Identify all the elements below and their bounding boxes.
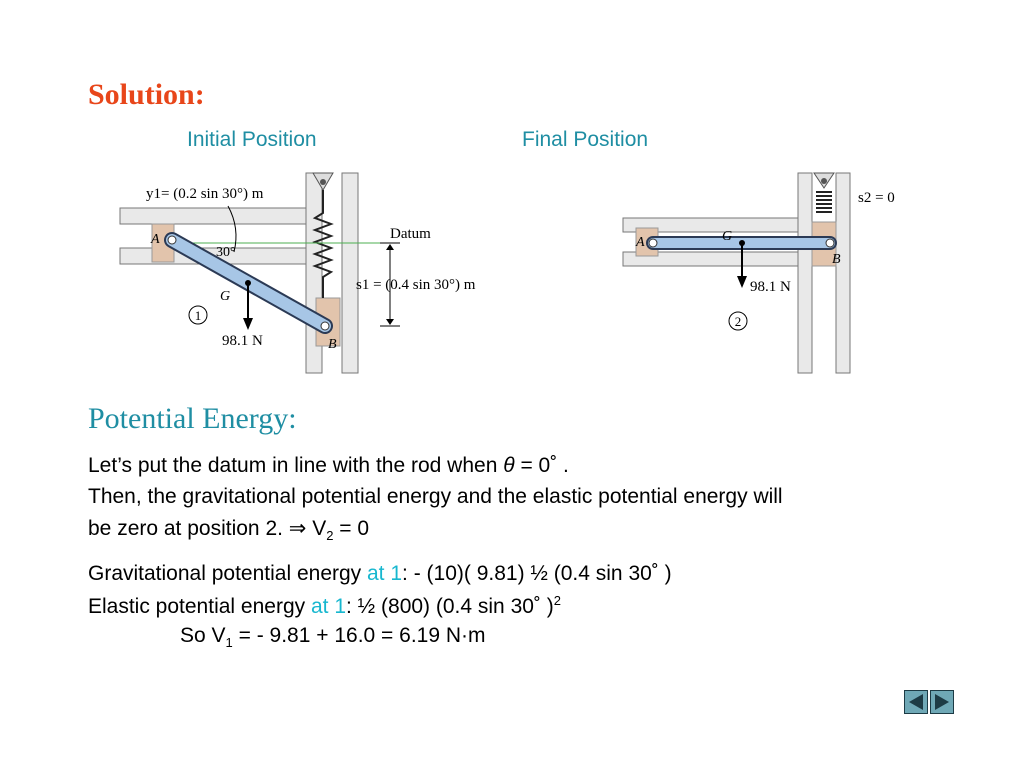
pin-a bbox=[167, 235, 177, 245]
text-line-2: Then, the gravitational potential energy… bbox=[88, 485, 783, 508]
s1-arrow-up bbox=[386, 244, 394, 250]
y1-leader-line bbox=[227, 205, 237, 253]
pin-a bbox=[648, 238, 658, 248]
text-line-3: be zero at position 2. ⇒ V2 = 0 bbox=[88, 517, 370, 544]
caption-final-position: Final Position bbox=[522, 128, 649, 151]
position-1-label: 1 bbox=[195, 308, 202, 323]
upper-wall bbox=[119, 207, 311, 225]
point-g-label: G bbox=[722, 229, 732, 244]
slider-block-b bbox=[315, 297, 341, 347]
angle-label: 30° bbox=[216, 245, 236, 260]
initial-position-figure: y1= (0.2 sin 30°) m 30° Datum s1 = (0.4 … bbox=[119, 172, 476, 374]
potential-energy-heading: Potential Energy: bbox=[88, 402, 297, 435]
spring-pin bbox=[821, 178, 827, 184]
datum-label: Datum bbox=[390, 226, 431, 242]
weight-arrow-head bbox=[737, 276, 747, 288]
gravitational-pe-line: Gravitational potential energy at 1: - (… bbox=[88, 562, 672, 585]
elastic-pe-line: Elastic potential energy at 1: ½ (800) (… bbox=[88, 593, 561, 618]
right-triangle-icon bbox=[935, 694, 949, 710]
slide-heading: Solution: bbox=[88, 78, 205, 111]
result-line: So V1 = - 9.81 + 16.0 = 6.19 N·m bbox=[180, 624, 486, 651]
final-position-figure: s2 = 0 A B G 98.1 N 2 bbox=[622, 172, 895, 374]
position-2-marker bbox=[728, 311, 748, 331]
caption-initial-position: Initial Position bbox=[187, 128, 317, 151]
compressed-spring bbox=[816, 191, 832, 213]
point-b-label: B bbox=[328, 337, 337, 352]
weight-arrow-head bbox=[243, 318, 253, 330]
right-vertical-wall bbox=[341, 172, 359, 374]
y1-label: y1= (0.2 sin 30°) m bbox=[146, 186, 264, 202]
spring bbox=[312, 190, 334, 298]
left-triangle-icon bbox=[909, 694, 923, 710]
pin-b bbox=[825, 238, 835, 248]
position-1-marker bbox=[188, 305, 208, 325]
pin-b bbox=[320, 321, 330, 331]
s2-label: s2 = 0 bbox=[858, 190, 895, 206]
s1-label: s1 = (0.4 sin 30°) m bbox=[356, 277, 476, 293]
spring-pin bbox=[320, 179, 326, 185]
point-b-label: B bbox=[832, 252, 841, 267]
position-2-label: 2 bbox=[735, 314, 742, 329]
point-a-label: A bbox=[635, 235, 645, 250]
weight-label: 98.1 N bbox=[750, 279, 791, 295]
point-a-label: A bbox=[150, 232, 160, 247]
s1-arrow-down bbox=[386, 319, 394, 325]
point-g-label: G bbox=[220, 289, 230, 304]
left-vertical-wall bbox=[797, 172, 813, 374]
slide-navigation bbox=[904, 690, 956, 716]
right-vertical-wall bbox=[835, 172, 851, 374]
text-line-1: Let’s put the datum in line with the rod… bbox=[88, 454, 569, 477]
previous-slide-button[interactable] bbox=[904, 690, 928, 714]
next-slide-button[interactable] bbox=[930, 690, 954, 714]
weight-label: 98.1 N bbox=[222, 333, 263, 349]
